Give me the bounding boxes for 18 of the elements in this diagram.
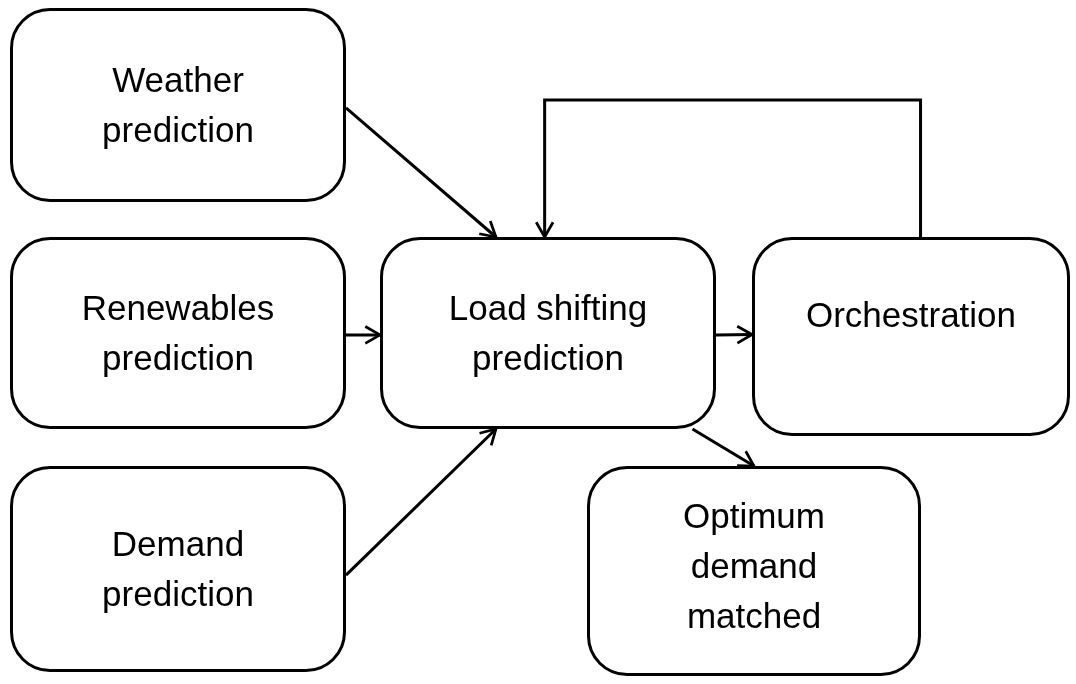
process-box: [380, 237, 716, 429]
process-box: [10, 466, 346, 672]
box-label: Optimum demand matched: [682, 495, 826, 637]
arrow: [346, 325, 382, 345]
box-label: Renewables prediction: [80, 287, 276, 379]
arrow: [716, 324, 754, 345]
arrow: [691, 427, 756, 468]
arrow: [534, 98, 923, 239]
box-label: Load shifting prediction: [447, 287, 649, 379]
arrow: [344, 427, 498, 577]
process-box: [10, 8, 346, 202]
process-box: [587, 466, 921, 676]
process-box: [752, 237, 1070, 436]
box-label: Orchestration: [805, 294, 1017, 336]
box-label: Demand prediction: [101, 523, 255, 615]
arrow: [345, 106, 498, 239]
process-box: [10, 237, 346, 429]
box-label: Weather prediction: [101, 59, 255, 151]
